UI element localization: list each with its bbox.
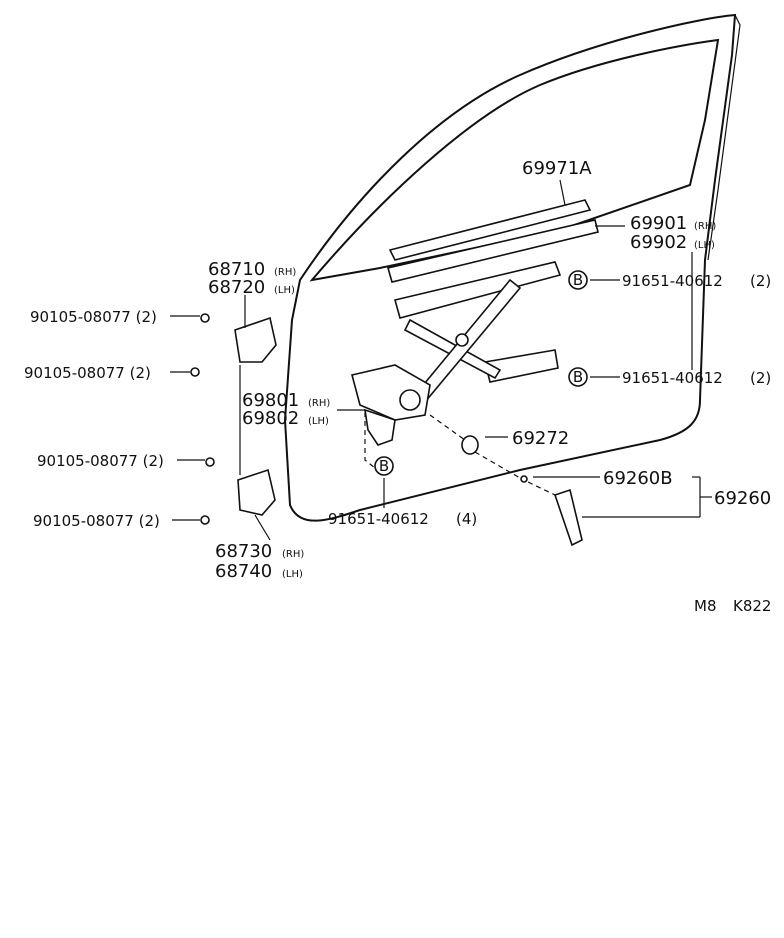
label-68740-side: (LH) <box>282 569 303 580</box>
window-crank-handle <box>520 475 583 547</box>
label-69971a: 69971A <box>522 158 592 179</box>
label-68730-side: (RH) <box>282 549 304 560</box>
label-screw-2: 90105-08077 (2) <box>24 364 151 382</box>
label-bolt-lower-qty: (2) <box>750 369 771 387</box>
label-69802-side: (LH) <box>308 416 329 427</box>
label-screw-4: 90105-08077 (2) <box>33 512 160 530</box>
window-regulator <box>351 261 562 446</box>
lower-hinge <box>200 457 276 525</box>
label-69902-side: (LH) <box>694 240 715 251</box>
leader-lines <box>170 179 712 541</box>
label-bolt-bottom: 91651-40612 <box>328 510 429 528</box>
b-marker-upper-text: B <box>573 271 583 289</box>
label-68740: 68740 <box>215 561 272 582</box>
label-69801-side: (RH) <box>308 398 330 409</box>
label-68710: 68710 <box>208 259 265 280</box>
label-bolt-bottom-qty: (4) <box>456 510 477 528</box>
b-marker-lower-text: B <box>573 368 583 386</box>
label-69901: 69901 <box>630 213 687 234</box>
b-marker-lower: B <box>568 367 588 387</box>
label-69801: 69801 <box>242 390 299 411</box>
ref-code-1: M8 <box>694 597 717 615</box>
label-69902: 69902 <box>630 232 687 253</box>
label-69802: 69802 <box>242 408 299 429</box>
label-69260: 69260 <box>714 488 771 509</box>
label-68720-side: (LH) <box>274 285 295 296</box>
door-outline <box>283 13 741 522</box>
b-marker-bottom: B <box>374 456 394 476</box>
label-69272: 69272 <box>512 428 569 449</box>
bushing-69272 <box>461 435 479 455</box>
b-marker-bottom-text: B <box>379 457 389 475</box>
label-screw-1: 90105-08077 (2) <box>30 308 157 326</box>
label-68720: 68720 <box>208 277 265 298</box>
weatherstrip-69901 <box>386 219 599 283</box>
b-marker-upper: B <box>568 270 588 290</box>
label-screw-3: 90105-08077 (2) <box>37 452 164 470</box>
label-68730: 68730 <box>215 541 272 562</box>
label-bolt-upper-qty: (2) <box>750 272 771 290</box>
label-69901-side: (RH) <box>694 221 716 232</box>
ref-code-2: K822 <box>733 597 771 615</box>
label-bolt-upper: 91651-40612 <box>622 272 723 290</box>
weatherstrip-69971a <box>388 199 592 261</box>
label-69260b: 69260B <box>603 468 673 489</box>
upper-hinge <box>190 313 277 377</box>
label-bolt-lower: 91651-40612 <box>622 369 723 387</box>
label-68710-side: (RH) <box>274 267 296 278</box>
